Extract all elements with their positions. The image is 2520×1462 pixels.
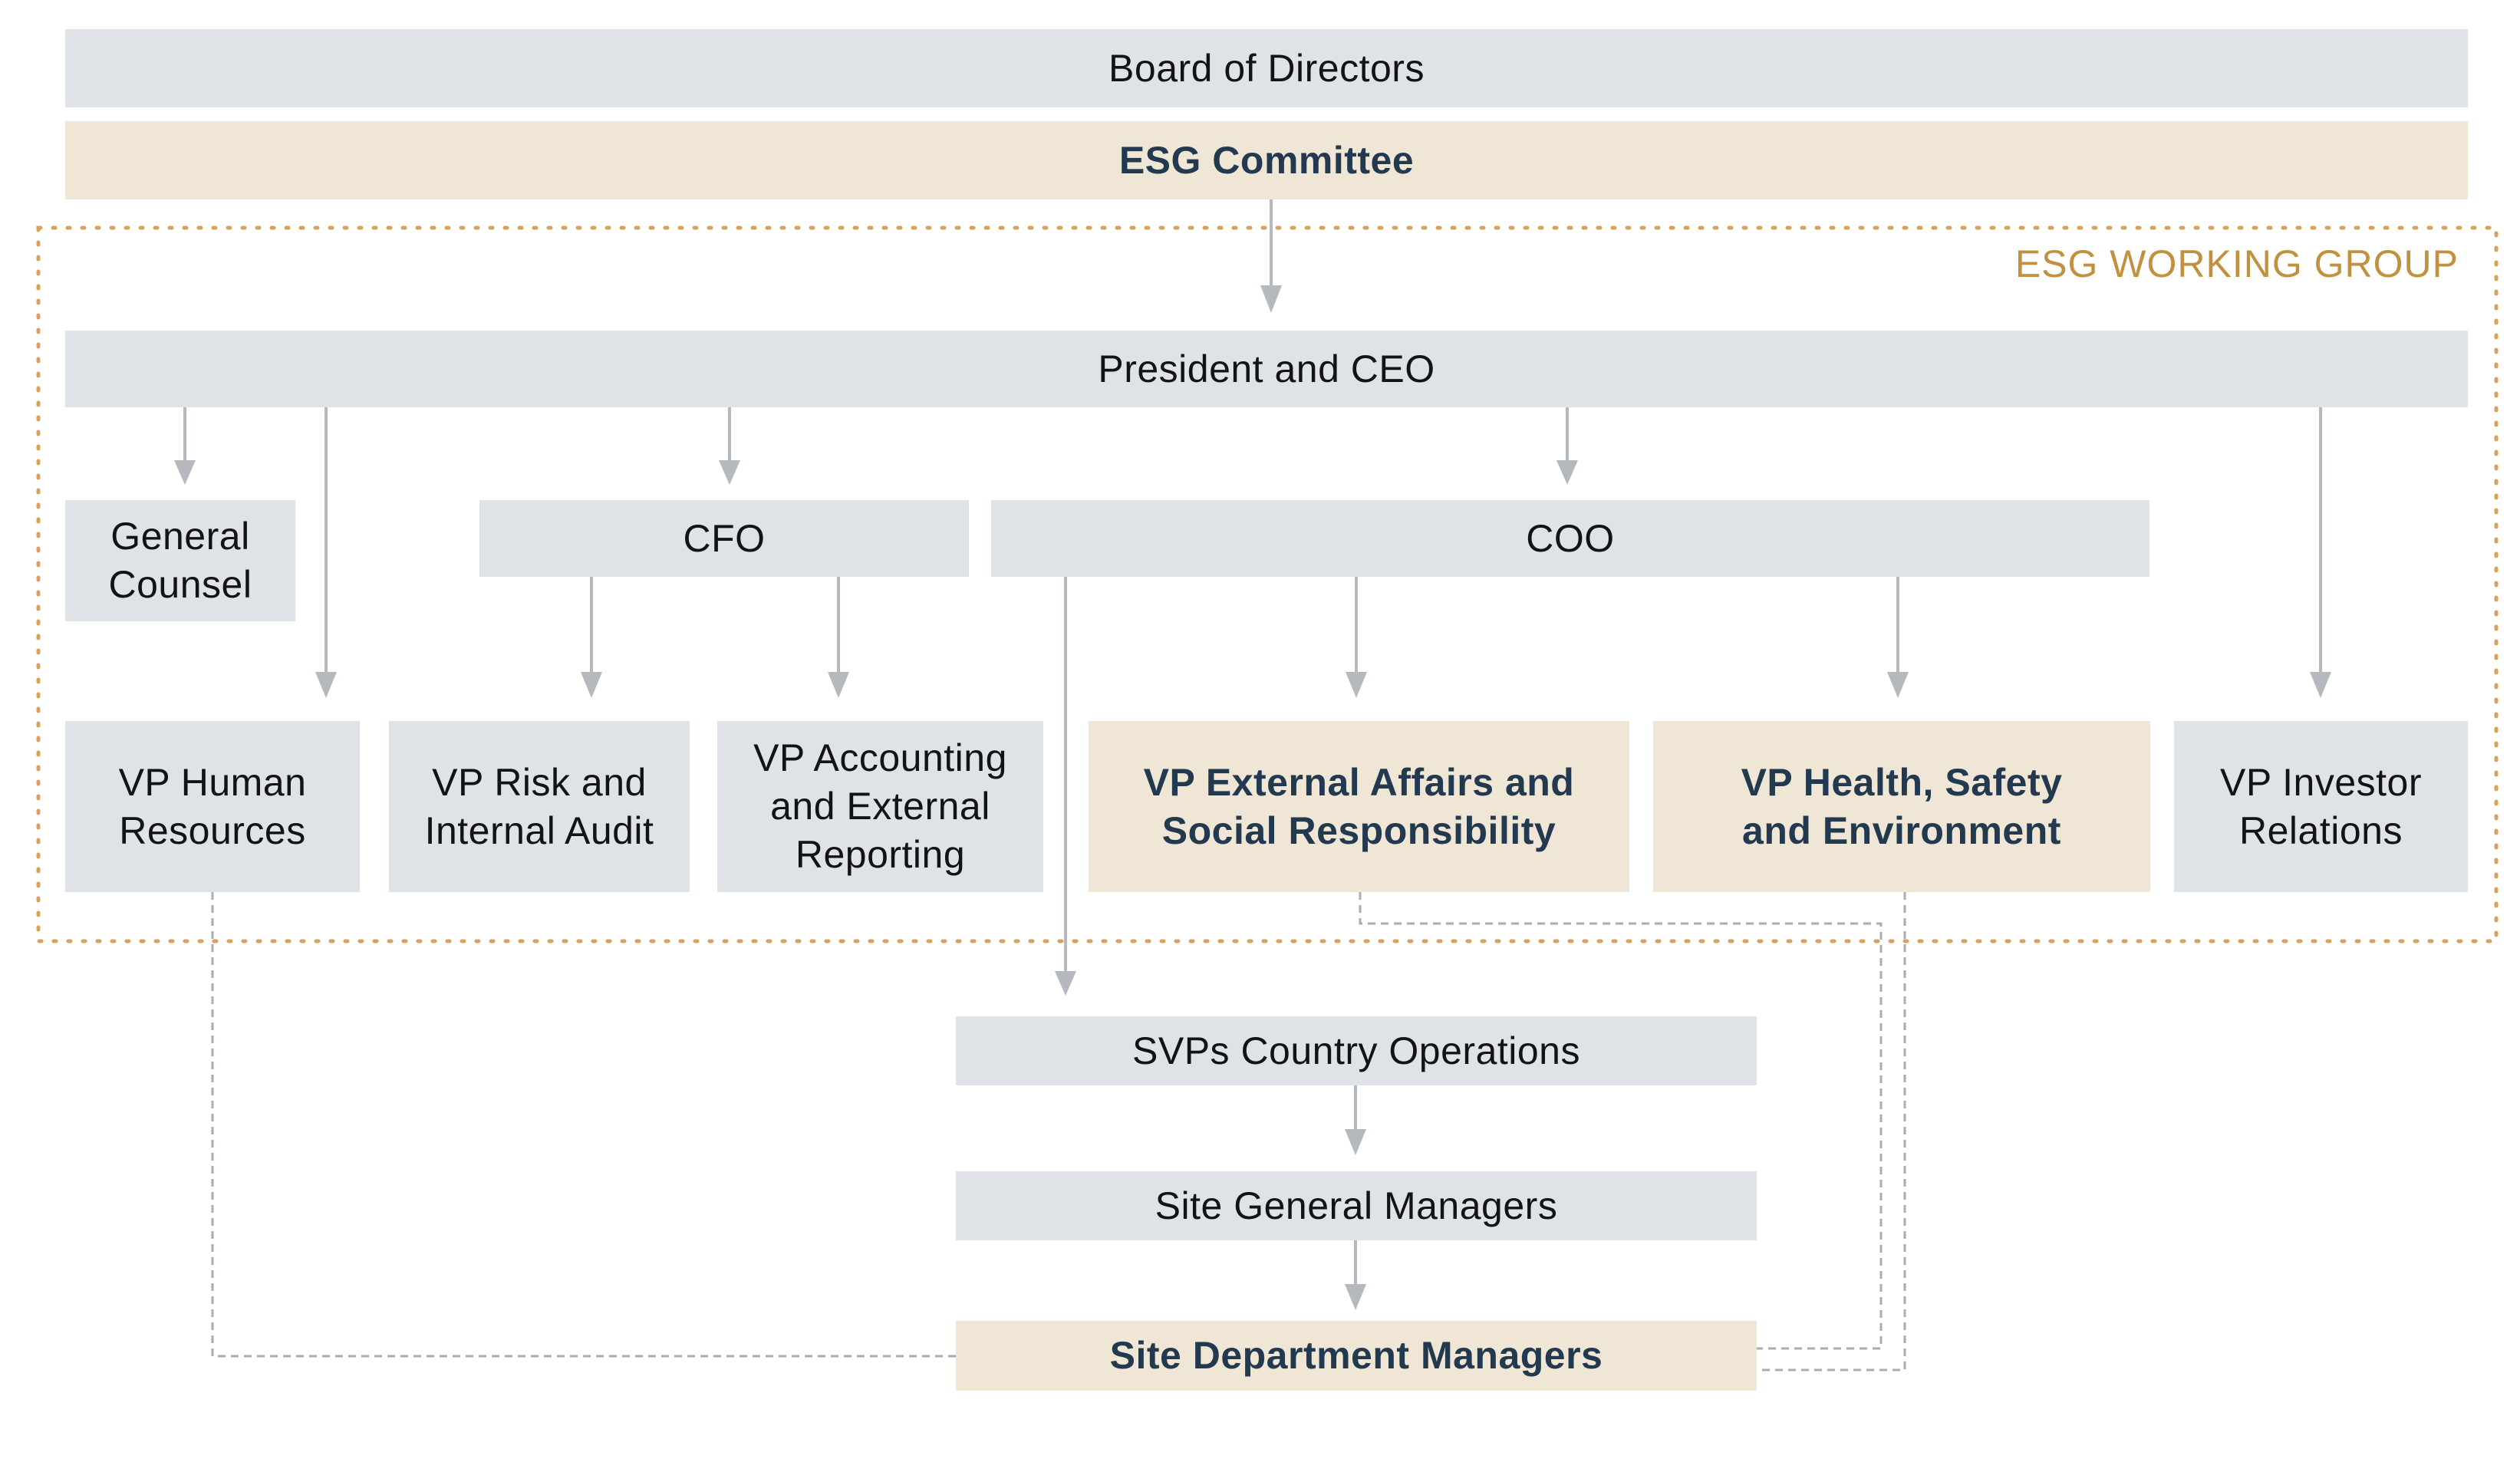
arrowhead-ceo-to-vp-investor: [2310, 672, 2331, 698]
arrowhead-ceo-to-cfo: [719, 460, 740, 485]
dashed-link-vp-hr-to-site-dept: [211, 892, 956, 1358]
working-group-label: ESG WORKING GROUP: [2014, 242, 2459, 285]
dashed-link-vp-external-affairs-to-site-dept: [1359, 892, 1883, 1350]
arrowhead-ceo-to-coo: [1556, 460, 1578, 485]
arrowhead-ceo-to-general-counsel: [174, 460, 196, 485]
svps-country-operations-box: SVPs Country Operations: [956, 1016, 1757, 1085]
vp-accounting-external-reporting-box: VP Accounting and External Reporting: [717, 721, 1043, 892]
site-department-managers-box: Site Department Managers: [956, 1321, 1757, 1391]
arrowhead-cfo-to-vp-accounting: [828, 672, 849, 698]
president-ceo-box: President and CEO: [65, 331, 2468, 407]
arrowhead-svps-to-site-gm: [1345, 1129, 1366, 1155]
coo-box: COO: [991, 500, 2149, 577]
arrowhead-coo-to-svps: [1055, 971, 1076, 996]
general-counsel-box: General Counsel: [65, 500, 295, 621]
esg-committee-box: ESG Committee: [65, 121, 2468, 199]
cfo-box: CFO: [479, 500, 969, 577]
vp-human-resources-box: VP Human Resources: [65, 721, 360, 892]
arrowhead-committee-to-ceo: [1260, 285, 1282, 313]
site-general-managers-box: Site General Managers: [956, 1171, 1757, 1240]
arrowhead-site-gm-to-site-dept: [1345, 1284, 1366, 1310]
arrowhead-cfo-to-vp-risk: [581, 672, 602, 698]
arrowhead-coo-to-vp-external-affairs: [1346, 672, 1367, 698]
vp-external-affairs-box: VP External Affairs and Social Responsib…: [1089, 721, 1629, 892]
arrowhead-coo-to-vp-hse: [1887, 672, 1909, 698]
vp-investor-relations-box: VP Investor Relations: [2174, 721, 2468, 892]
board-of-directors-box: Board of Directors: [65, 29, 2468, 107]
dashed-link-vp-hse-to-site-dept: [1757, 892, 1906, 1371]
vp-health-safety-environment-box: VP Health, Safety and Environment: [1653, 721, 2150, 892]
vp-risk-internal-audit-box: VP Risk and Internal Audit: [389, 721, 690, 892]
arrowhead-ceo-to-vp-hr: [315, 672, 337, 698]
working-group-boundary: [36, 226, 2499, 943]
